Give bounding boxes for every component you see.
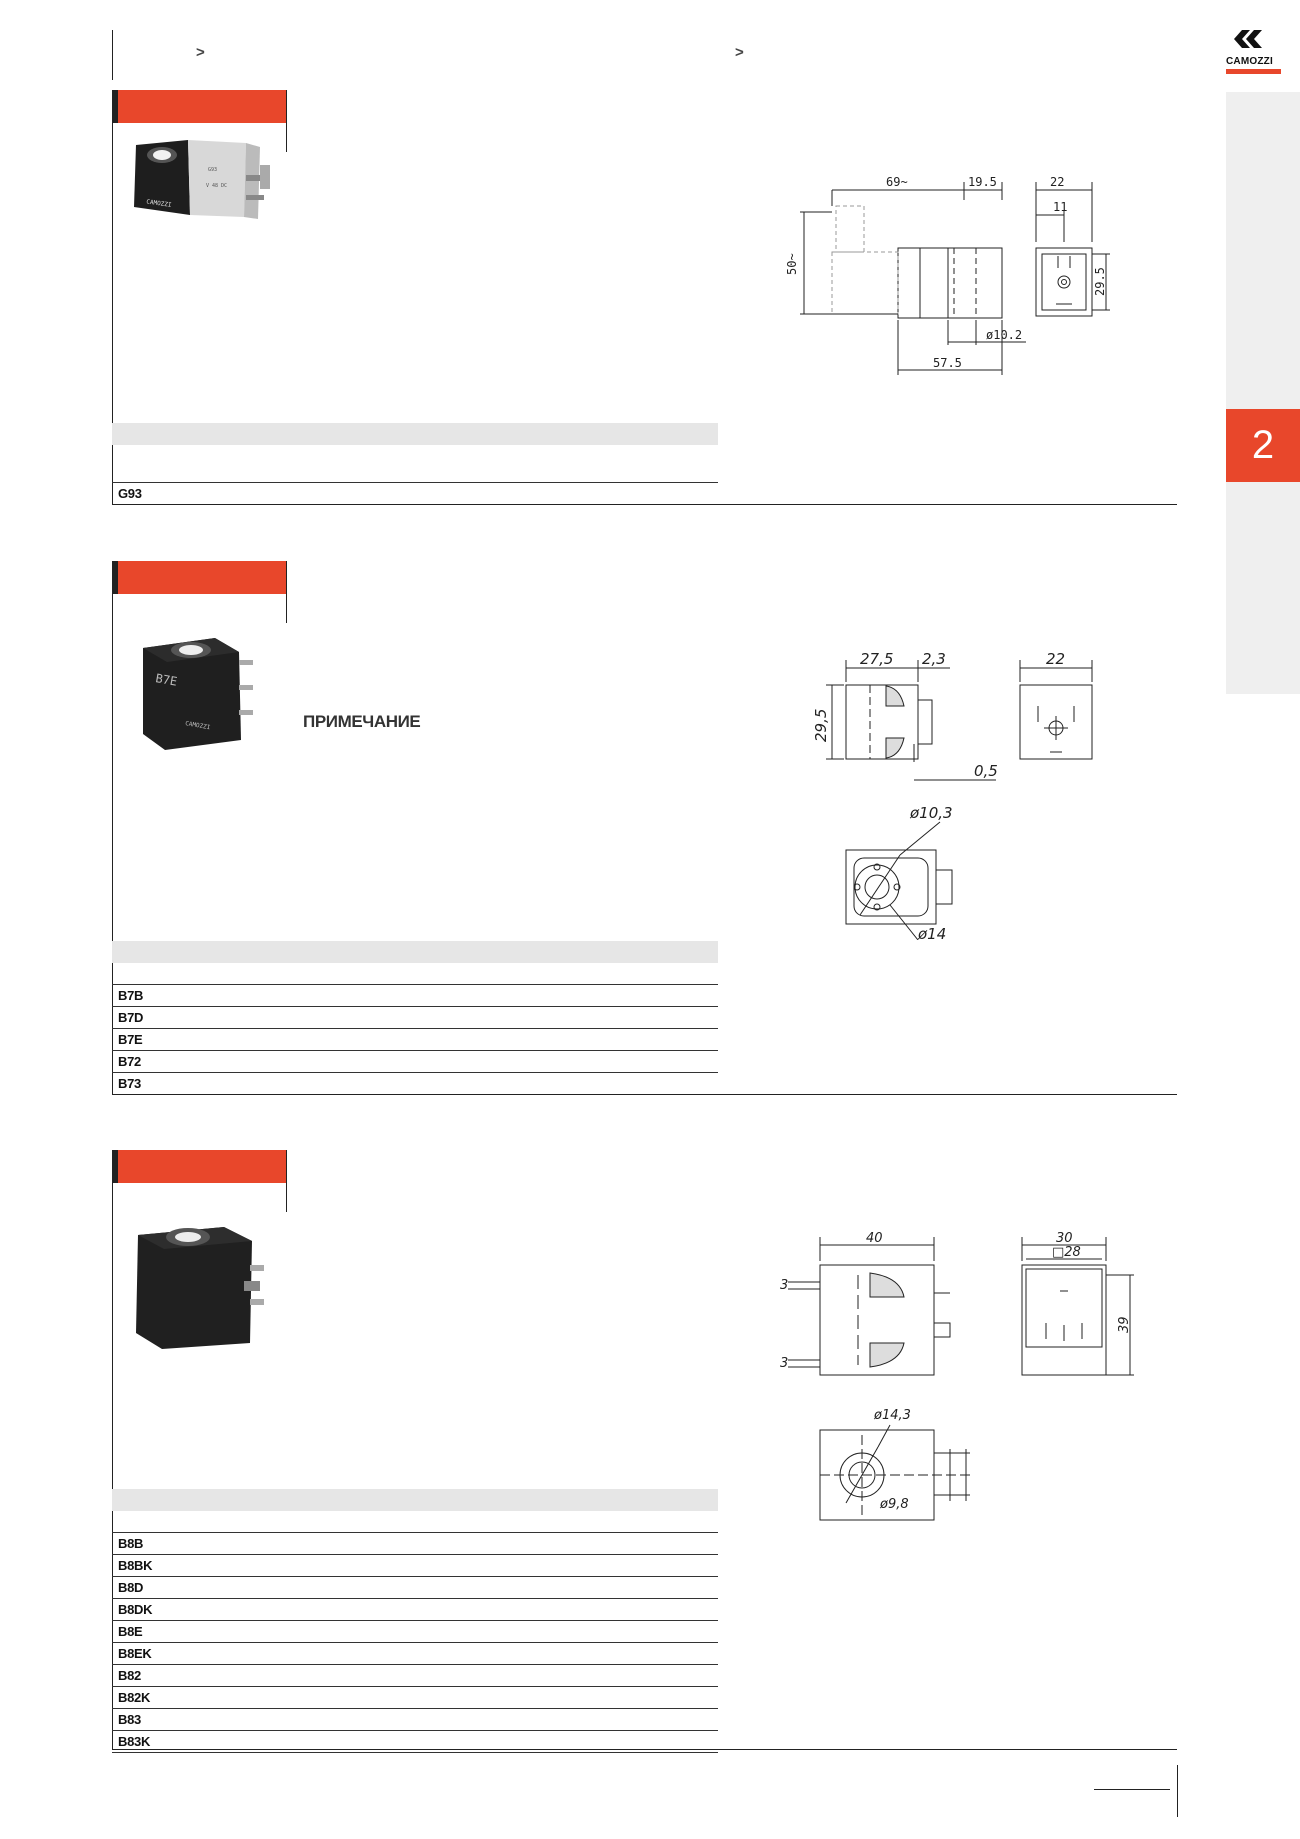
table-row: B83K <box>112 1731 718 1753</box>
section3-dim-width: 30 <box>1056 1231 1073 1246</box>
table-row: B7E <box>112 1029 718 1051</box>
table-row: B82 <box>112 1665 718 1687</box>
section2-coil-photo: B7E CAMOZZI <box>143 638 253 750</box>
table-row: B8D <box>112 1577 718 1599</box>
section3-dim-height: 39 <box>1117 1316 1132 1333</box>
footer-vertical-rule <box>1177 1765 1178 1817</box>
section3-table-subheader <box>112 1511 718 1533</box>
section3-dim-bore-outer: ø14,3 <box>873 1408 911 1423</box>
section1-coil-photo: G93 V 48 DC CAMOZZI <box>134 140 270 219</box>
section2-dim-pin-offset: 2,3 <box>922 650 946 668</box>
table-row: B73 <box>112 1073 718 1095</box>
section2-dim-width: 22 <box>1046 650 1065 668</box>
section1-left-rule <box>112 120 113 505</box>
section2-photo-model: B7E <box>154 671 178 689</box>
table-row: B8E <box>112 1621 718 1643</box>
section1-table: G93 <box>112 423 718 505</box>
section1-dim-length: 69~ <box>886 175 908 189</box>
table-row: B7B <box>112 985 718 1007</box>
section1-dim-width: 22 <box>1050 175 1064 189</box>
section2-table: B7B B7D B7E B72 B73 <box>112 941 718 1095</box>
table-row: B8DK <box>112 1599 718 1621</box>
section1-photo-model: G93 <box>208 167 217 173</box>
section3-dim-inner-width: □28 <box>1052 1245 1081 1260</box>
section3-coil-photo <box>136 1227 264 1349</box>
top-left-rule <box>112 30 113 80</box>
section1-dim-half-width: 11 <box>1053 200 1067 214</box>
section1-photo-voltage: V 48 DC <box>206 183 227 189</box>
logo-underline <box>1226 69 1281 74</box>
footer-short-rule <box>1094 1789 1170 1790</box>
section3-dimension-drawing: 40 30 □28 3 3 39 ø14,3 ø9,8 <box>780 1231 1134 1521</box>
section2-note: ПРИМЕЧАНИЕ <box>303 712 421 731</box>
section3-dim-length: 40 <box>866 1231 883 1246</box>
section3-table-header <box>112 1489 718 1511</box>
logo-wordmark: CAMOZZI <box>1226 56 1273 67</box>
section2-dim-outer: ø14 <box>917 925 946 940</box>
section1-dim-height: 50~ <box>785 253 799 275</box>
section2-dim-length: 27,5 <box>860 650 893 668</box>
breadcrumb-separator-left: > <box>196 44 205 61</box>
breadcrumb-separator-right: > <box>735 44 744 61</box>
section3-dim-bore-inner: ø9,8 <box>879 1497 909 1512</box>
section3-bottom-rule <box>112 1749 1177 1750</box>
section1-bottom-rule <box>112 504 1177 505</box>
section2-left-rule <box>112 590 113 1095</box>
section2-tab-rule <box>286 561 287 623</box>
section3-tab-rule <box>286 1150 287 1212</box>
camozzi-logo: CAMOZZI <box>1226 28 1282 74</box>
table-row: B82K <box>112 1687 718 1709</box>
table-row: B8B <box>112 1533 718 1555</box>
section2-table-header <box>112 941 718 963</box>
section2-photo-brand: CAMOZZI <box>185 720 211 731</box>
section3-left-rule <box>112 1180 113 1750</box>
section3-table: B8B B8BK B8D B8DK B8E B8EK B82 B82K B83 … <box>112 1489 718 1753</box>
section1-dim-offset: 19.5 <box>968 175 997 189</box>
table-row: G93 <box>112 483 718 505</box>
section1-dim-bore: ø10.2 <box>986 328 1022 342</box>
section3-dim-top-wall: 3 <box>780 1278 788 1293</box>
section1-table-header <box>112 423 718 445</box>
table-row: B83 <box>112 1709 718 1731</box>
section2-dimension-drawing: 27,5 2,3 22 29,5 0,5 ø10,3 ø14 <box>812 650 1093 940</box>
side-tab-strip <box>1226 92 1300 694</box>
section2-table-subheader <box>112 963 718 985</box>
section1-dim-body-length: 57.5 <box>933 356 962 370</box>
section2-dim-bore: ø10,3 <box>909 804 953 822</box>
table-row: B72 <box>112 1051 718 1073</box>
section1-tab-rule <box>286 90 287 152</box>
section1-table-subheader <box>112 445 718 483</box>
section3-dim-bottom-wall: 3 <box>780 1356 788 1371</box>
section1-header-tab <box>112 90 287 123</box>
section1-photo-brand: CAMOZZI <box>146 198 172 209</box>
section2-bottom-rule <box>112 1094 1177 1095</box>
section2-dim-pin-thickness: 0,5 <box>974 762 998 780</box>
section1-dim-body-height: 29.5 <box>1093 267 1107 296</box>
section2-dim-height: 29,5 <box>812 709 830 742</box>
side-tab-active[interactable]: 2 <box>1226 409 1300 482</box>
table-row: B7D <box>112 1007 718 1029</box>
table-row: B8BK <box>112 1555 718 1577</box>
table-row: B8EK <box>112 1643 718 1665</box>
section2-header-tab <box>112 561 287 594</box>
section3-header-tab <box>112 1150 287 1183</box>
section1-dimension-drawing: 69~ 19.5 22 11 50~ 29.5 ø10.2 57.5 <box>785 175 1110 375</box>
camozzi-mark-icon <box>1234 30 1262 48</box>
